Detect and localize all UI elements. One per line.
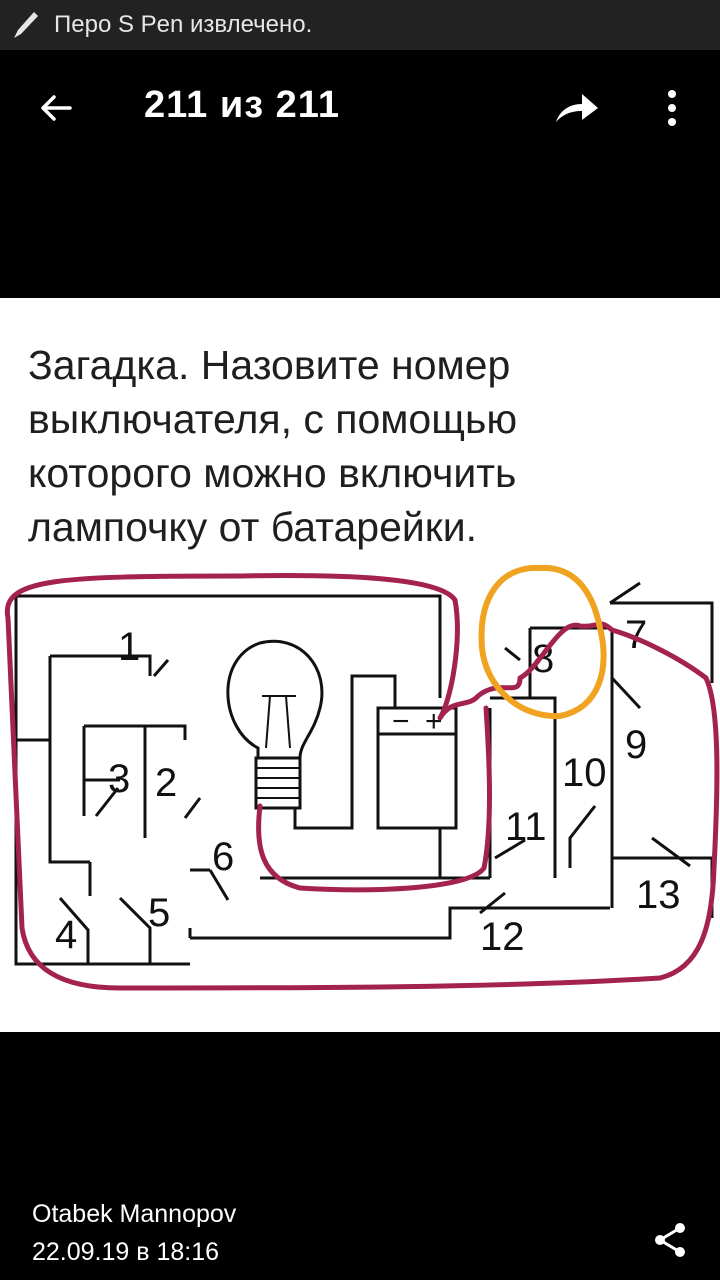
share-icon	[655, 1223, 685, 1257]
arrow-left-icon	[41, 95, 72, 121]
puzzle-image[interactable]: Загадка. Назовите номер выключателя, с п…	[0, 298, 720, 1032]
switch-label-12: 12	[480, 915, 525, 959]
battery-minus: −	[392, 705, 410, 738]
switch-label-1: 1	[118, 625, 140, 669]
footer: Otabek Mannopov 22.09.19 в 18:16	[0, 1190, 720, 1280]
share-button[interactable]	[640, 1210, 700, 1270]
battery-plus: +	[425, 705, 443, 738]
puzzle-caption: Загадка. Назовите номер выключателя, с п…	[28, 342, 518, 550]
pen-icon	[0, 0, 50, 50]
switch-label-3: 3	[108, 757, 130, 801]
switch-label-4: 4	[55, 913, 77, 957]
top-bar: 211 из 211	[0, 50, 720, 160]
more-vert-icon	[668, 90, 676, 126]
status-text: Перо S Pen извлечено.	[54, 11, 313, 38]
switch-label-6: 6	[212, 835, 234, 879]
status-bar: Перо S Pen извлечено.	[0, 0, 720, 50]
switch-label-10: 10	[562, 751, 607, 795]
more-options-button[interactable]	[645, 78, 699, 138]
switch-label-2: 2	[155, 761, 177, 805]
circuit-diagram: − + 1 2 3 4 5 6 7 8 9 10 11 12 13	[4, 564, 720, 991]
switch-label-7: 7	[625, 613, 647, 657]
switch-label-11: 11	[505, 805, 547, 849]
post-datetime: 22.09.19 в 18:16	[32, 1238, 220, 1266]
forward-button[interactable]	[545, 78, 609, 138]
forward-icon	[556, 94, 598, 122]
author-name: Otabek Mannopov	[32, 1200, 237, 1228]
back-button[interactable]	[28, 80, 84, 136]
switch-label-9: 9	[625, 723, 647, 767]
hand-drawn-path-annotation	[4, 573, 720, 991]
hand-drawn-circle-annotation	[478, 564, 607, 720]
switch-label-5: 5	[148, 891, 170, 935]
switch-label-13: 13	[636, 873, 681, 917]
image-counter: 211 из 211	[144, 84, 340, 126]
